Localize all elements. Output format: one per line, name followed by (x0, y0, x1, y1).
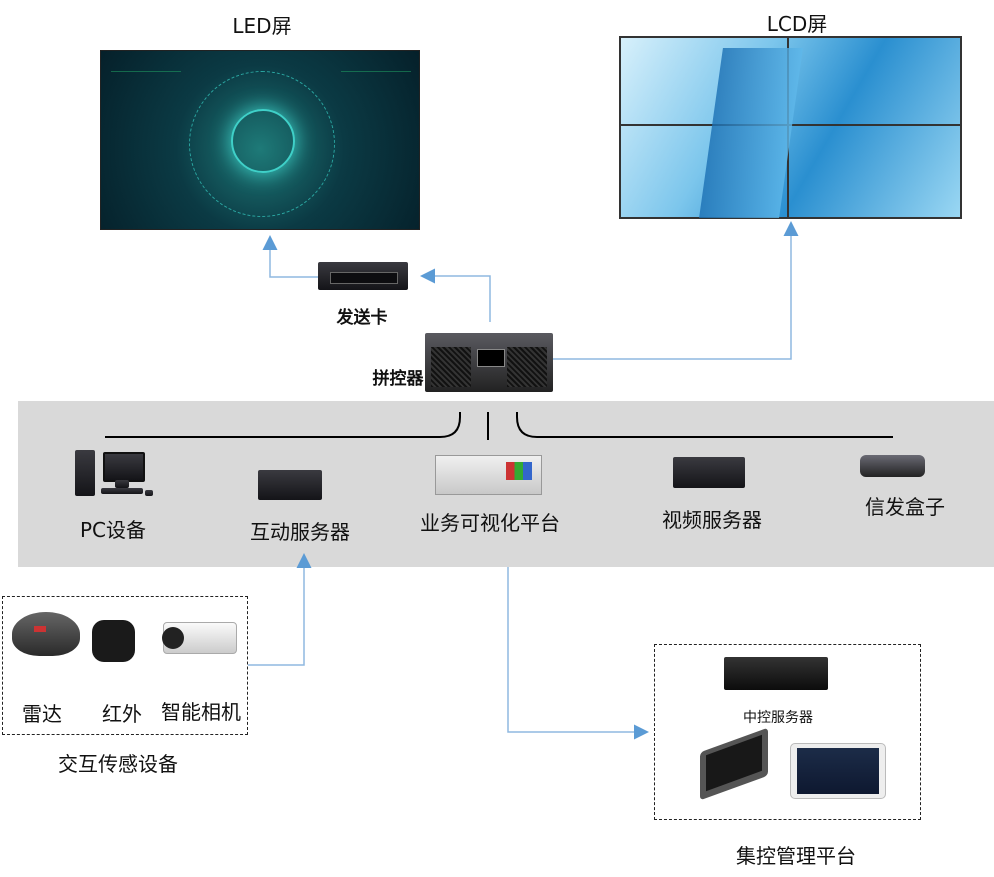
device-label-platform: 业务可视化平台 (420, 511, 560, 535)
camera-icon (162, 622, 237, 654)
sensor-label-camera: 智能相机 (161, 700, 241, 724)
sensor-label-infrared: 红外 (102, 702, 142, 726)
arrow-switcher-to-sender (420, 268, 491, 322)
led-title: LED屏 (232, 14, 292, 38)
lcd-video-wall-image (619, 36, 962, 219)
infrared-sensor-icon (92, 620, 135, 662)
control-platform-title: 集控管理平台 (736, 844, 856, 868)
device-label-video-server: 视频服务器 (662, 508, 762, 532)
interactive-server-icon (258, 470, 322, 500)
central-control-server-icon (724, 657, 828, 690)
led-screen-image (100, 50, 420, 230)
sensor-group-box (2, 596, 248, 735)
sensor-group-title: 交互传感设备 (58, 752, 178, 776)
bus-right (516, 412, 893, 438)
sensor-label-radar: 雷达 (22, 702, 62, 726)
device-label-pc: PC设备 (79, 518, 147, 542)
arrow-platform-to-control (507, 567, 649, 740)
central-server-label: 中控服务器 (743, 710, 813, 726)
pc-icon (75, 450, 155, 498)
device-label-interactive-server: 互动服务器 (250, 520, 350, 544)
tablet-icon (790, 743, 886, 799)
arrow-switcher-to-lcd (550, 221, 799, 360)
platform-server-icon (435, 455, 542, 495)
bus-left (105, 412, 461, 438)
sender-label: 发送卡 (336, 308, 388, 328)
video-server-icon (673, 457, 745, 488)
media-box-icon (860, 455, 925, 477)
switcher-label: 拼控器 (372, 369, 424, 389)
switcher-device-icon (425, 333, 553, 392)
arrow-sensors-to-server (248, 553, 312, 666)
arrow-sender-to-led (262, 235, 318, 278)
radar-icon (12, 612, 80, 656)
device-label-media-box: 信发盒子 (865, 495, 945, 519)
control-platform-box (654, 644, 921, 820)
lcd-title: LCD屏 (766, 12, 828, 36)
sender-card-device-icon (318, 262, 408, 290)
